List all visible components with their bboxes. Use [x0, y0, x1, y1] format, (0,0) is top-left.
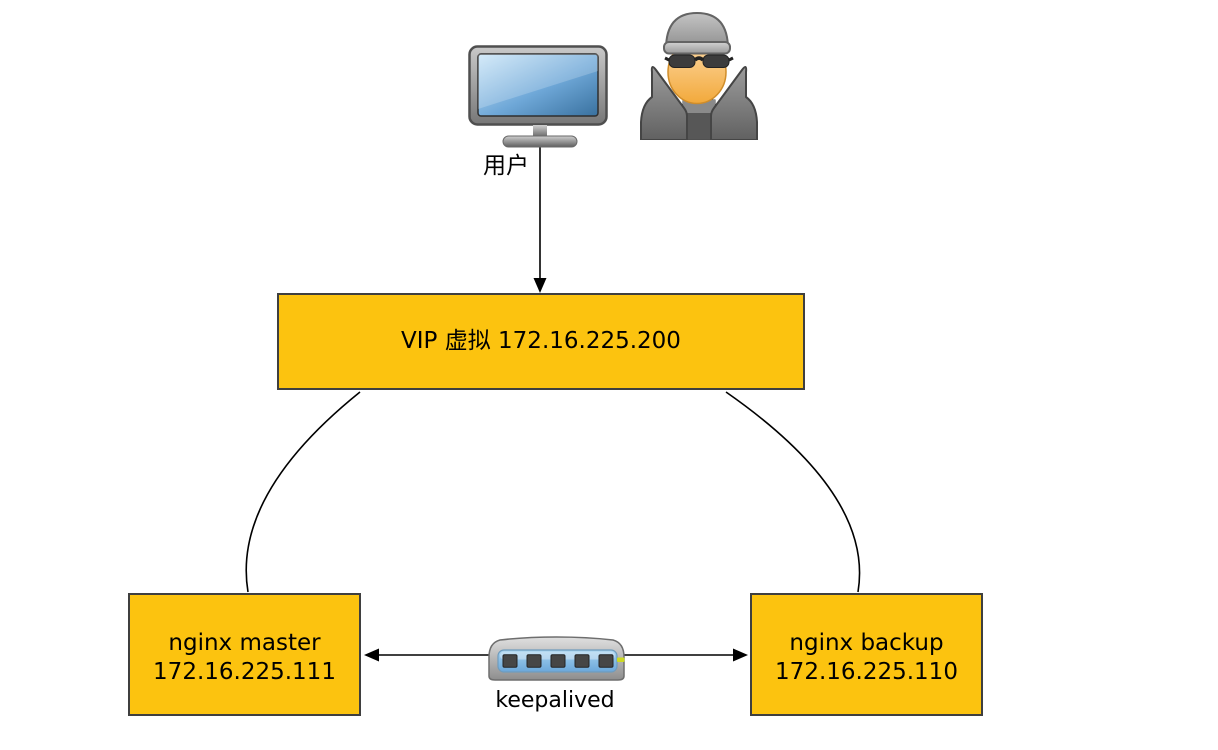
monitor-screen — [477, 53, 599, 117]
spy-coat-right — [710, 66, 758, 140]
arrowhead-right — [733, 648, 748, 662]
backup-ip: 172.16.225.110 — [775, 659, 958, 685]
screen-glare — [478, 54, 598, 109]
network-switch-icon — [488, 636, 625, 681]
nginx-backup-box: nginx backup 172.16.225.110 — [750, 593, 983, 716]
vip-label: VIP 虚拟 172.16.225.200 — [401, 328, 681, 354]
spy-sunglasses — [664, 54, 734, 68]
switch-ports — [502, 654, 614, 668]
vip-to-backup-curve — [725, 391, 861, 593]
spy-beanie — [664, 11, 730, 50]
arrowhead-left — [364, 648, 379, 662]
user-to-vip-arrowhead — [533, 278, 547, 293]
computer-monitor-icon — [468, 45, 608, 148]
monitor-stand-neck — [533, 125, 547, 138]
monitor-stand-base — [502, 135, 578, 148]
backup-name: nginx backup — [789, 630, 944, 656]
switch-led — [617, 657, 625, 662]
keepalived-label: keepalived — [495, 688, 615, 713]
spy-coat-left — [640, 66, 688, 140]
spy-beanie-band — [663, 41, 731, 55]
user-label: 用户 — [483, 153, 529, 179]
master-ip: 172.16.225.111 — [153, 659, 336, 685]
vip-box: VIP 虚拟 172.16.225.200 — [277, 293, 805, 390]
vip-to-master-curve — [245, 391, 361, 593]
master-name: nginx master — [168, 630, 321, 656]
spy-icon — [640, 11, 758, 140]
nginx-master-box: nginx master 172.16.225.111 — [128, 593, 361, 716]
